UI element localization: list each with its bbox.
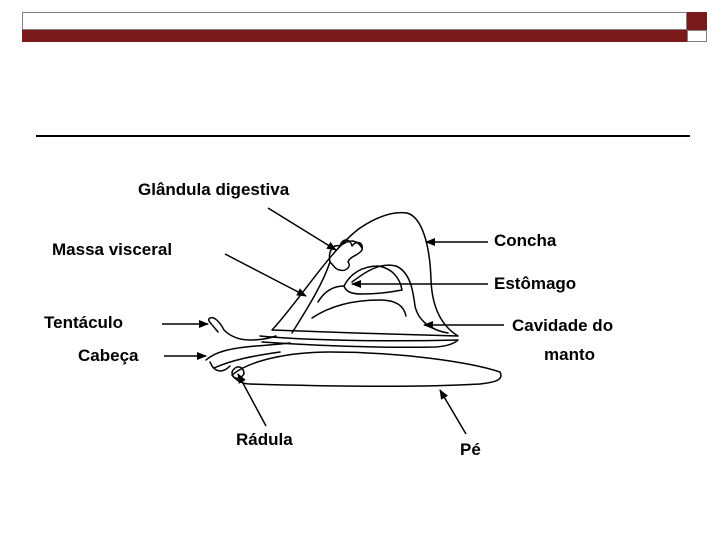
label-glandula-digestiva: Glândula digestiva <box>138 180 289 200</box>
leader-massa <box>225 254 306 296</box>
label-radula: Rádula <box>236 430 293 450</box>
shell-outline <box>272 213 458 336</box>
label-massa-visceral: Massa visceral <box>52 240 172 260</box>
mantle-cavity-floor <box>260 336 458 347</box>
label-estomago: Estômago <box>494 274 576 294</box>
label-tentaculo: Tentáculo <box>44 313 123 333</box>
label-pe: Pé <box>460 440 481 460</box>
foot-outline <box>232 352 501 386</box>
digestive-gland <box>329 240 362 270</box>
label-cavidade-line2: manto <box>544 345 595 365</box>
stomach-outline <box>344 266 402 294</box>
label-cavidade-line1: Cavidade do <box>512 316 613 336</box>
neck-outline <box>206 343 290 368</box>
leader-pe <box>440 390 466 434</box>
visceral-mass-outline <box>292 241 448 333</box>
label-concha: Concha <box>494 231 556 251</box>
label-cabeca: Cabeça <box>78 346 138 366</box>
leader-radula <box>238 374 266 426</box>
leader-glandula <box>268 208 336 250</box>
intestine <box>312 286 406 318</box>
